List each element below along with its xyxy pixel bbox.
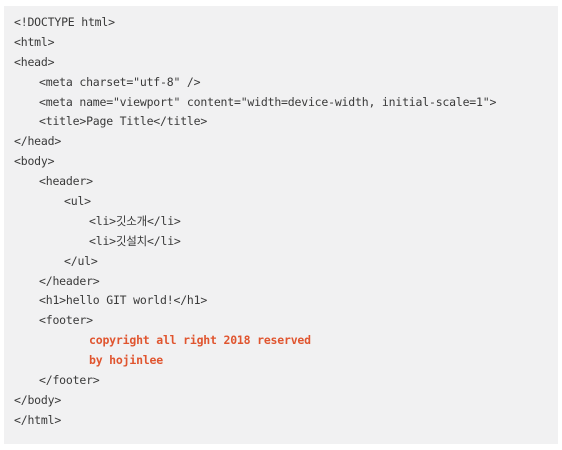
code-line: </header> — [39, 273, 100, 288]
code-line-highlighted: by hojinlee — [89, 353, 163, 368]
code-line: <li>깃설치</li> — [89, 233, 181, 248]
code-lines: <!DOCTYPE html> <html> <head> <meta charset… — [4, 13, 558, 431]
code-line: <meta name="viewport" content="width=dev… — [39, 94, 497, 109]
code-line: <li>깃소개</li> — [89, 213, 181, 228]
code-line: <footer> — [39, 313, 93, 328]
code-line: </ul> — [64, 253, 98, 268]
code-line: <ul> — [64, 194, 91, 209]
code-line-highlighted: copyright all right 2018 reserved — [89, 333, 311, 348]
code-line: <html> — [14, 34, 55, 49]
code-line: <header> — [39, 174, 93, 189]
code-line: </body> — [14, 392, 62, 407]
code-line: <title>Page Title</title> — [39, 114, 208, 129]
code-line: <body> — [14, 154, 55, 169]
code-line: <head> — [14, 54, 55, 69]
code-line: </html> — [14, 412, 62, 427]
code-line: <!DOCTYPE html> — [14, 15, 115, 29]
code-line: <h1>hello GIT world!</h1> — [39, 293, 208, 308]
code-line: <meta charset="utf-8" /> — [39, 74, 201, 89]
code-block: <!DOCTYPE html> <html> <head> <meta charset… — [4, 6, 558, 444]
code-line: </head> — [14, 134, 62, 149]
code-line: </footer> — [39, 373, 100, 388]
